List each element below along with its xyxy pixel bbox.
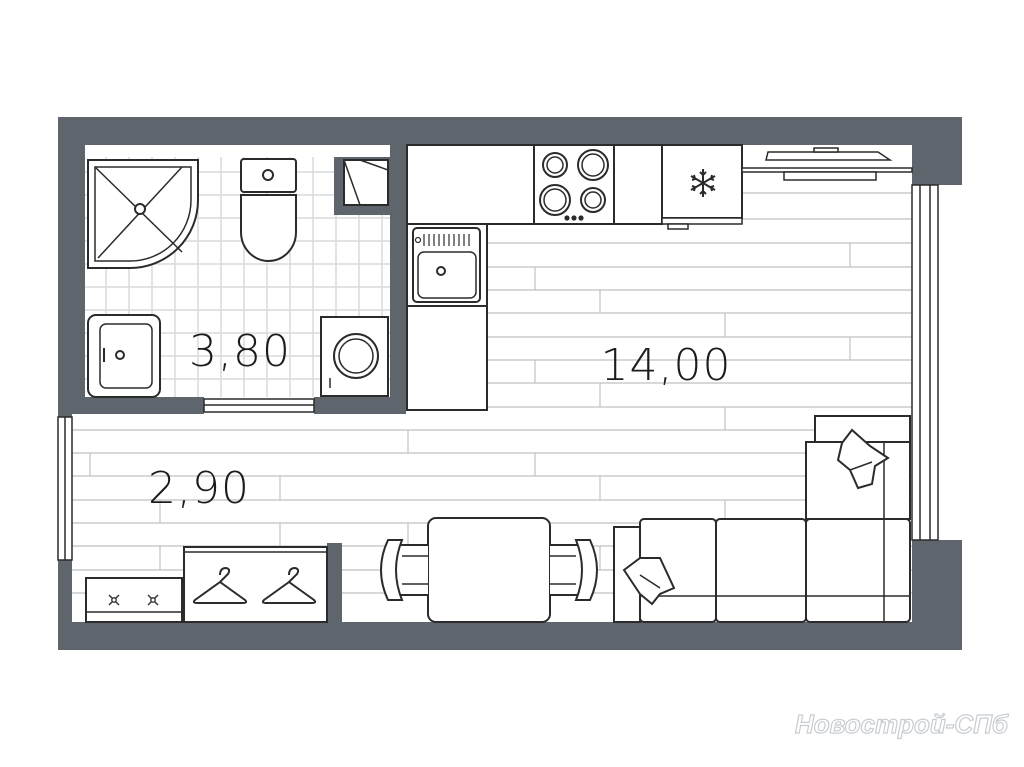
utility-shaft (334, 157, 390, 215)
washing-machine (320, 316, 389, 397)
hanger-icon (192, 566, 248, 604)
bathroom-door (203, 398, 315, 413)
window-left (57, 416, 73, 561)
watermark: Новострой-СПб (795, 709, 1009, 739)
shower-tray (87, 159, 199, 270)
bathroom-sink (87, 314, 161, 398)
radiator (741, 145, 913, 181)
dining-chair-left (380, 539, 428, 601)
cushion-top (836, 428, 890, 490)
cushion-left (622, 557, 676, 606)
walls (58, 117, 962, 650)
window-right (911, 184, 939, 541)
living-area-label: 14,00 (601, 340, 732, 391)
dining-chair-right (550, 539, 598, 601)
hanger-icon (261, 566, 317, 604)
toilet (240, 158, 297, 262)
hallway-area-label: 2,90 (148, 463, 250, 514)
wardrobe (183, 546, 328, 623)
bathroom-area-label: 3,80 (189, 326, 291, 377)
cooktop (533, 144, 615, 225)
shoe-cabinet (85, 577, 183, 623)
snowflake-icon (690, 169, 716, 197)
kitchen-sink (412, 227, 481, 303)
dining-table (427, 517, 551, 623)
